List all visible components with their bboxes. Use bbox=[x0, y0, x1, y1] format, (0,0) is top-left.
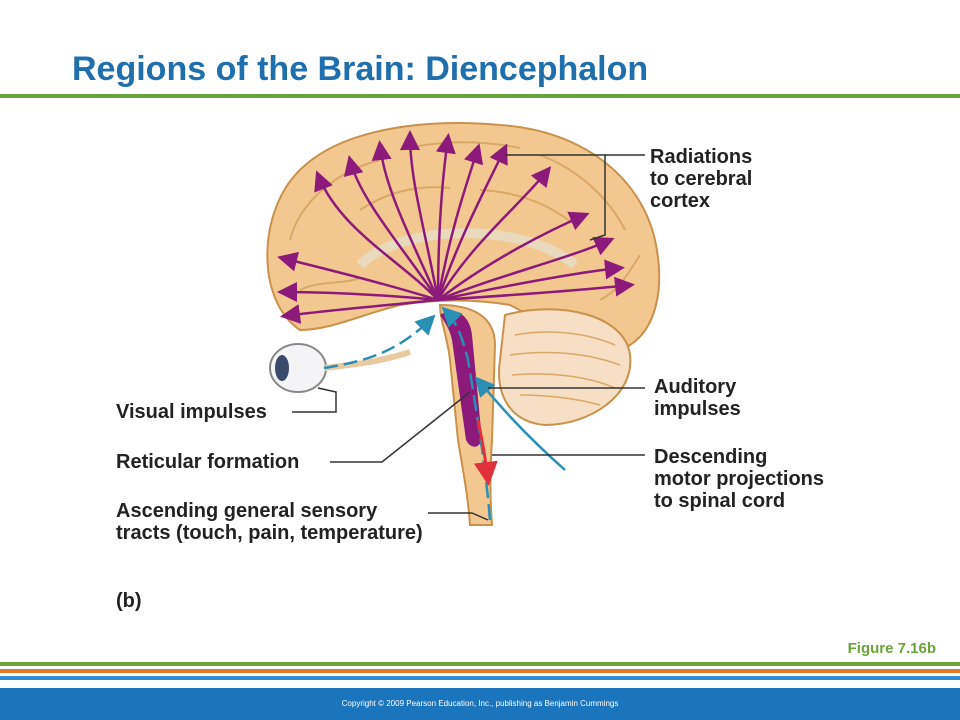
visual-pathway bbox=[323, 314, 436, 370]
auditory-pathway bbox=[474, 376, 566, 471]
slide-title: Regions of the Brain: Diencephalon bbox=[72, 50, 649, 88]
label-visual-impulses: Visual impulses bbox=[116, 401, 267, 423]
figure-reference: Figure 7.16b bbox=[847, 640, 936, 657]
label-radiations: Radiations to cerebral cortex bbox=[650, 146, 753, 212]
eye-icon bbox=[269, 343, 411, 393]
footer-stripe-orange bbox=[0, 669, 960, 673]
cerebellum-folia bbox=[509, 331, 621, 406]
footer-stripe-blue bbox=[0, 676, 960, 680]
cerebellum bbox=[498, 308, 632, 427]
reticular-formation-band bbox=[440, 311, 482, 447]
label-descending-motor: Descending motor projections to spinal c… bbox=[654, 446, 825, 512]
radiation-arrows bbox=[277, 130, 635, 324]
label-reticular-formation: Reticular formation bbox=[116, 451, 300, 473]
leader-lines bbox=[292, 154, 645, 521]
corpus-callosum bbox=[356, 228, 579, 269]
title-divider bbox=[0, 94, 960, 98]
descending-motor-projection bbox=[473, 419, 498, 486]
label-auditory-impulses: Auditory impulses bbox=[654, 376, 741, 420]
footer-stripe-green bbox=[0, 662, 960, 666]
label-ascending-sensory: Ascending general sensory tracts (touch,… bbox=[116, 500, 423, 544]
panel-label: (b) bbox=[116, 590, 142, 612]
copyright-footer: Copyright © 2009 Pearson Education, Inc.… bbox=[0, 688, 960, 720]
